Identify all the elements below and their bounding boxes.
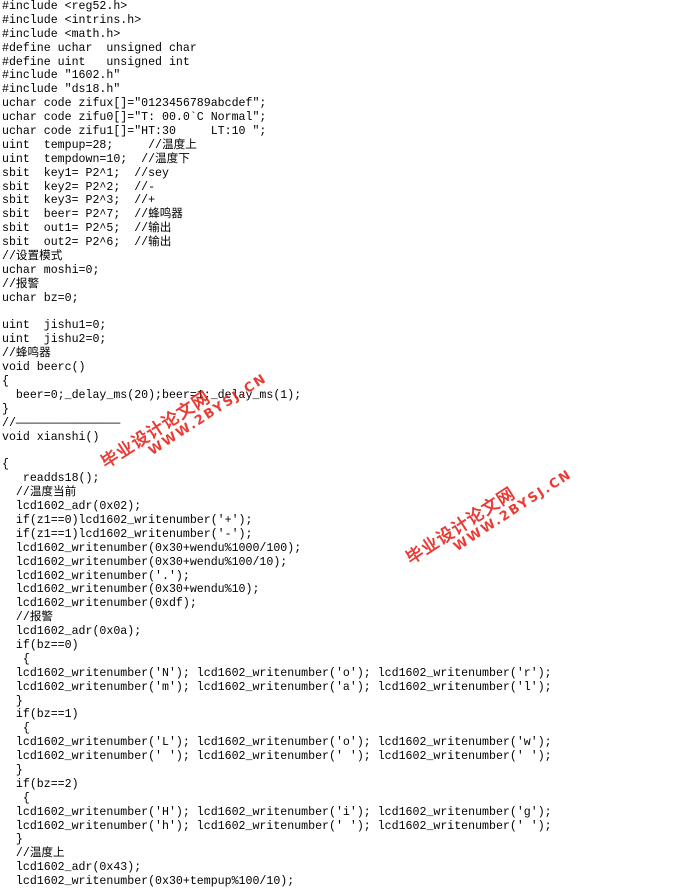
code-line: }	[2, 694, 23, 708]
code-line: #include "ds18.h"	[2, 83, 121, 97]
code-line: #include <reg52.h>	[2, 0, 128, 13]
code-line: //报警	[2, 611, 54, 625]
code-line: //设置模式	[2, 250, 63, 264]
code-line: beer=0;_delay_ms(20);beer=1;_delay_ms(1)…	[2, 388, 302, 402]
code-line: //温度上	[2, 847, 65, 861]
code-line: sbit out1= P2^5; //输出	[2, 222, 172, 236]
code-line: uint tempdown=10; //温度下	[2, 152, 190, 166]
code-line: }	[2, 763, 23, 777]
code-line: lcd1602_writenumber('H'); lcd1602_writen…	[2, 805, 552, 819]
code-line: //温度当前	[2, 486, 77, 500]
code-line: {	[2, 375, 9, 389]
code-line: lcd1602_writenumber('L'); lcd1602_writen…	[2, 736, 552, 750]
code-line: lcd1602_writenumber(0x30+tempup%100/10);	[2, 875, 295, 889]
code-line: //蜂鸣器	[2, 347, 51, 361]
code-line: if(bz==0)	[2, 638, 79, 652]
code-line: {	[2, 791, 30, 805]
code-line: if(z1==1)lcd1602_writenumber('-');	[2, 527, 253, 541]
code-line: lcd1602_adr(0x43);	[2, 861, 142, 875]
code-line: lcd1602_writenumber(0xdf);	[2, 597, 197, 611]
code-line: lcd1602_writenumber(' '); lcd1602_writen…	[2, 750, 552, 764]
code-line: sbit key2= P2^2; //-	[2, 180, 156, 194]
code-line: sbit out2= P2^6; //输出	[2, 236, 172, 250]
code-line: if(bz==1)	[2, 708, 79, 722]
code-line: sbit key3= P2^3; //+	[2, 194, 156, 208]
code-line: uchar code zifu0[]="T: 00.0`C Normal";	[2, 111, 267, 125]
code-line: {	[2, 458, 9, 472]
code-line: {	[2, 652, 30, 666]
code-line: readds18();	[2, 472, 100, 486]
code-line: uint jishu2=0;	[2, 333, 107, 347]
code-line: #define uchar unsigned char	[2, 41, 197, 55]
code-line: //———————————————	[2, 416, 121, 430]
code-line: lcd1602_writenumber(0x30+wendu%1000/100)…	[2, 541, 302, 555]
code-line: lcd1602_adr(0x02);	[2, 500, 142, 514]
code-line: if(bz==2)	[2, 777, 79, 791]
code-line: lcd1602_writenumber('h'); lcd1602_writen…	[2, 819, 552, 833]
code-line: sbit beer= P2^7; //蜂鸣器	[2, 208, 183, 222]
code-line: lcd1602_writenumber(0x30+wendu%100/10);	[2, 555, 288, 569]
code-line: uint jishu1=0;	[2, 319, 107, 333]
code-line: void beerc()	[2, 361, 86, 375]
code-line: #include "1602.h"	[2, 69, 121, 83]
code-line: lcd1602_writenumber(0x30+wendu%10);	[2, 583, 260, 597]
code-line: //报警	[2, 277, 40, 291]
code-line: uchar code zifux[]="0123456789abcdef";	[2, 97, 267, 111]
code-line: {	[2, 722, 30, 736]
code-line: if(z1==0)lcd1602_writenumber('+');	[2, 513, 253, 527]
code-line: #define uint unsigned int	[2, 55, 190, 69]
code-line: lcd1602_writenumber('.');	[2, 569, 190, 583]
code-line	[2, 306, 672, 320]
code-line: lcd1602_adr(0x0a);	[2, 625, 142, 639]
code-line: lcd1602_writenumber('N'); lcd1602_writen…	[2, 666, 552, 680]
code-line: uchar bz=0;	[2, 291, 79, 305]
code-line: void xianshi()	[2, 430, 100, 444]
code-line: #include <intrins.h>	[2, 13, 142, 27]
code-line: lcd1602_writenumber('m'); lcd1602_writen…	[2, 680, 552, 694]
code-line: uchar moshi=0;	[2, 263, 100, 277]
code-line: uchar code zifu1[]="HT:30 LT:10 ";	[2, 125, 267, 139]
code-line: #include <math.h>	[2, 27, 121, 41]
code-line: }	[2, 833, 23, 847]
code-line: uint tempup=28; //温度上	[2, 138, 197, 152]
code-line: }	[2, 402, 9, 416]
code-line: sbit key1= P2^1; //sey	[2, 166, 169, 180]
